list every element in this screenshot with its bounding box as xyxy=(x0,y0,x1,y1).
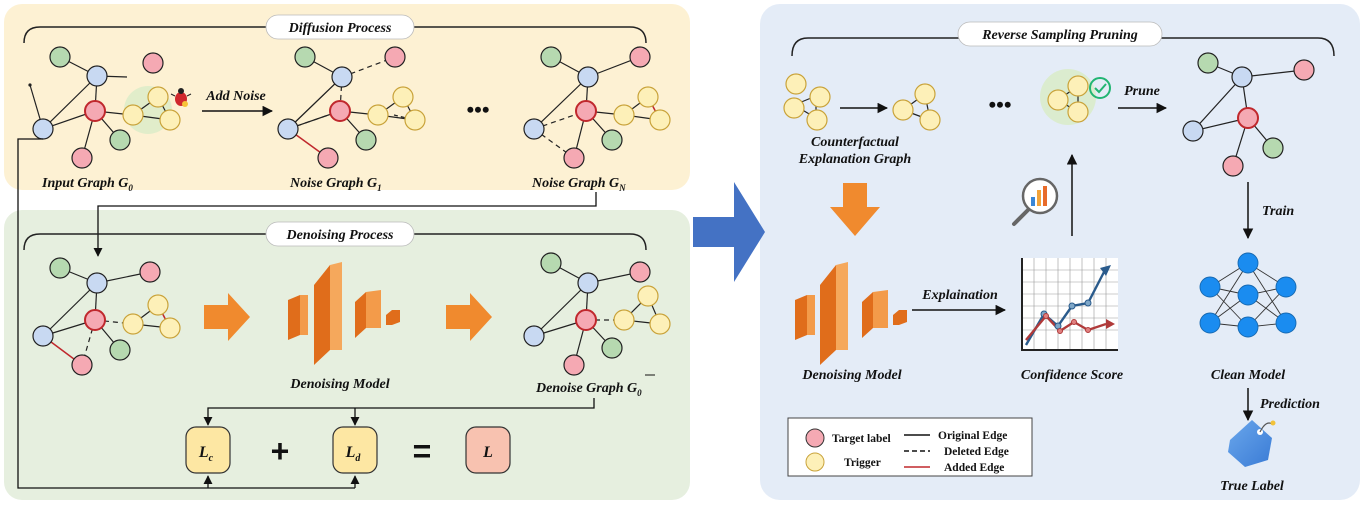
denoise-to-lc-arrow xyxy=(203,398,595,426)
cf-graph-2 xyxy=(892,83,941,131)
rsp-title-box xyxy=(957,21,1163,47)
loss-c-label: Lc xyxy=(198,444,214,464)
reverse-sampling-panel xyxy=(760,4,1360,500)
prune-label: Prune xyxy=(1124,84,1160,99)
noise-graph-n-label: Noise Graph GN xyxy=(531,176,626,193)
legend: Target label Trigger Original Edge Delet… xyxy=(787,417,1033,477)
magnifier-chart-icon xyxy=(1012,177,1059,226)
clean-graph xyxy=(1182,52,1315,177)
check-icon xyxy=(1089,77,1111,99)
prediction-label: Prediction xyxy=(1260,397,1320,412)
cf-graph-3 xyxy=(1047,75,1089,123)
orange-down-arrow xyxy=(830,183,880,236)
true-label-tag-icon xyxy=(1228,420,1276,467)
train-label: Train xyxy=(1262,204,1294,219)
denoising-model-icon xyxy=(288,262,400,365)
denoising-panel xyxy=(4,210,690,500)
clean-model-label: Clean Model xyxy=(1211,368,1285,383)
confidence-chart-icon xyxy=(1021,258,1118,351)
denoising-title-box xyxy=(265,221,415,247)
explanation-label: Explaination xyxy=(921,288,998,303)
diffusion-ellipsis: ••• xyxy=(466,97,489,122)
equals-sign: = xyxy=(413,433,432,469)
orange-arrow-2 xyxy=(446,293,492,341)
legend-trigger: Trigger xyxy=(844,457,881,469)
input-graph-label: Input Graph G0 xyxy=(41,176,133,193)
input-graph xyxy=(28,46,181,169)
loss-d-label: Ld xyxy=(345,444,362,464)
plus-sign: + xyxy=(271,433,290,469)
rsp-title: Reverse Sampling Pruning xyxy=(981,28,1138,43)
trigger-bug-icon xyxy=(170,88,192,107)
legend-deleted-edge: Deleted Edge xyxy=(944,446,1009,458)
cf-graph-1 xyxy=(783,73,831,131)
true-label-text: True Label xyxy=(1220,479,1284,494)
legend-target-label: Target label xyxy=(832,433,891,445)
noise-graph-n xyxy=(523,46,671,169)
diffusion-title-box xyxy=(265,14,415,40)
cf-label-line2: Explanation Graph xyxy=(798,152,912,167)
loss-c-box xyxy=(185,426,231,474)
denoised-graph xyxy=(523,252,671,376)
big-blue-arrow xyxy=(693,182,765,282)
loss-total-box xyxy=(465,426,511,474)
legend-original-edge: Original Edge xyxy=(938,430,1007,442)
rsp-denoising-model-label: Denoising Model xyxy=(801,368,901,383)
cf-label-line1: Counterfactual xyxy=(811,135,899,150)
noise-to-denoise-arrow xyxy=(93,192,597,257)
noise-graph-1-label: Noise Graph G1 xyxy=(289,176,382,193)
orange-arrow-1 xyxy=(204,293,250,341)
noise-graph-1 xyxy=(277,46,426,169)
denoise-input-graph xyxy=(32,257,181,376)
loss-total-label: L xyxy=(482,444,493,461)
diffusion-title: Diffusion Process xyxy=(288,21,392,36)
denoising-model-label: Denoising Model xyxy=(289,377,389,392)
loss-feedback-line xyxy=(17,138,355,489)
legend-added-edge: Added Edge xyxy=(944,462,1004,474)
denoising-title: Denoising Process xyxy=(286,228,395,243)
rsp-ellipsis: ••• xyxy=(988,92,1011,117)
add-noise-label: Add Noise xyxy=(205,89,266,104)
clean-model-network-icon xyxy=(1199,252,1297,338)
loss-d-box xyxy=(332,426,378,474)
confidence-score-label: Confidence Score xyxy=(1021,368,1123,383)
rsp-denoising-model-icon xyxy=(795,262,907,365)
diffusion-panel xyxy=(4,4,690,190)
denoise-graph-label: Denoise Graph G0 xyxy=(535,381,642,398)
